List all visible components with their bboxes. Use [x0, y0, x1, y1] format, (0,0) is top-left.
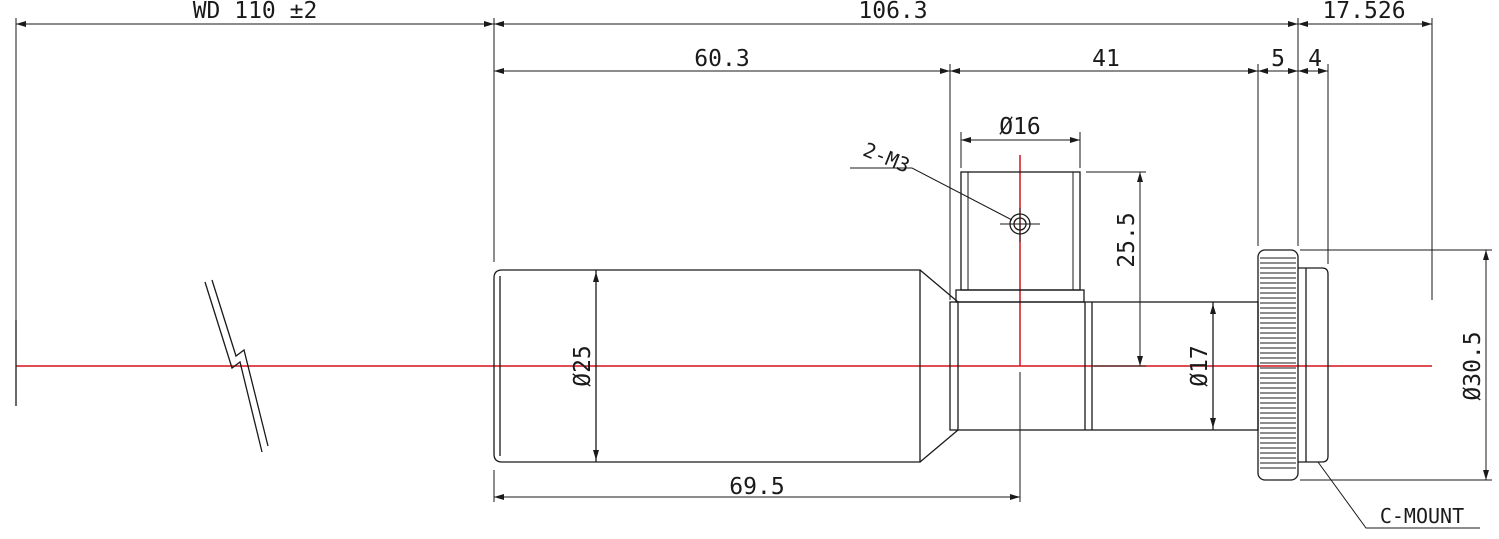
dim-rear-diameter: Ø17 [1187, 345, 1213, 387]
arrowhead [1422, 21, 1432, 27]
leader-tapped-hole [850, 167, 1013, 221]
dim-port-diameter: Ø16 [999, 114, 1041, 140]
object-plane [15, 279, 269, 453]
dim-tapped-hole: 2-M3 [860, 137, 914, 177]
arrowhead [1210, 418, 1216, 428]
break-symbol [204, 279, 269, 453]
arrowhead [593, 450, 599, 460]
lens-body [493, 171, 1329, 481]
dim-total-length: 106.3 [858, 0, 927, 24]
dim-ring-diameter: Ø30.5 [1460, 331, 1486, 400]
arrowhead [1288, 68, 1298, 74]
arrowhead [494, 21, 504, 27]
arrowhead [1070, 137, 1080, 143]
dim-front-diameter: Ø25 [570, 345, 596, 387]
arrowhead [1010, 494, 1020, 500]
arrowhead [494, 494, 504, 500]
dim-flange-offset: 17.526 [1322, 0, 1405, 24]
arrowhead [1258, 68, 1268, 74]
dim-mid-length: 41 [1092, 46, 1120, 72]
arrowhead [494, 68, 504, 74]
front-barrel-outline [493, 269, 921, 463]
dim-working-distance: WD 110 ±2 [193, 0, 318, 24]
knurl-pattern [1260, 257, 1296, 469]
c-mount-outline [1298, 267, 1329, 463]
arrowhead [961, 137, 971, 143]
dimension-lines [16, 23, 1487, 529]
side-port-base [955, 289, 1085, 303]
extension-lines [15, 18, 1492, 502]
dimension-texts: WD 110 ±2 106.3 17.526 60.3 41 5 4 Ø16 2… [193, 0, 1486, 528]
arrowhead [1483, 250, 1489, 260]
arrowhead [950, 68, 960, 74]
arrowhead [1298, 21, 1308, 27]
arrowhead [1137, 172, 1143, 182]
arrowhead [1483, 470, 1489, 480]
arrowhead [940, 68, 950, 74]
arrowhead [1298, 68, 1308, 74]
taper [919, 269, 959, 463]
dim-mount-width: 4 [1308, 46, 1322, 72]
label-c-mount: C-MOUNT [1380, 504, 1464, 528]
dimension-arrows [16, 21, 1489, 500]
arrowhead [484, 21, 494, 27]
arrowhead [593, 272, 599, 282]
knurled-ring [1257, 249, 1299, 481]
arrowhead [16, 21, 26, 27]
dim-port-height: 25.5 [1114, 212, 1140, 267]
arrowhead [1210, 304, 1216, 314]
arrowhead [1137, 356, 1143, 366]
center-lines [16, 155, 1432, 367]
dim-front-length: 60.3 [694, 46, 749, 72]
arrowhead [1288, 21, 1298, 27]
arrowhead [1248, 68, 1258, 74]
tapped-hole-outer [1009, 213, 1031, 235]
dim-ring-width: 5 [1271, 46, 1285, 72]
dim-barrel-to-port: 69.5 [729, 474, 784, 500]
arrowhead [1318, 68, 1328, 74]
tapped-hole-inner [1013, 217, 1027, 231]
leader-c-mount [1317, 461, 1480, 529]
